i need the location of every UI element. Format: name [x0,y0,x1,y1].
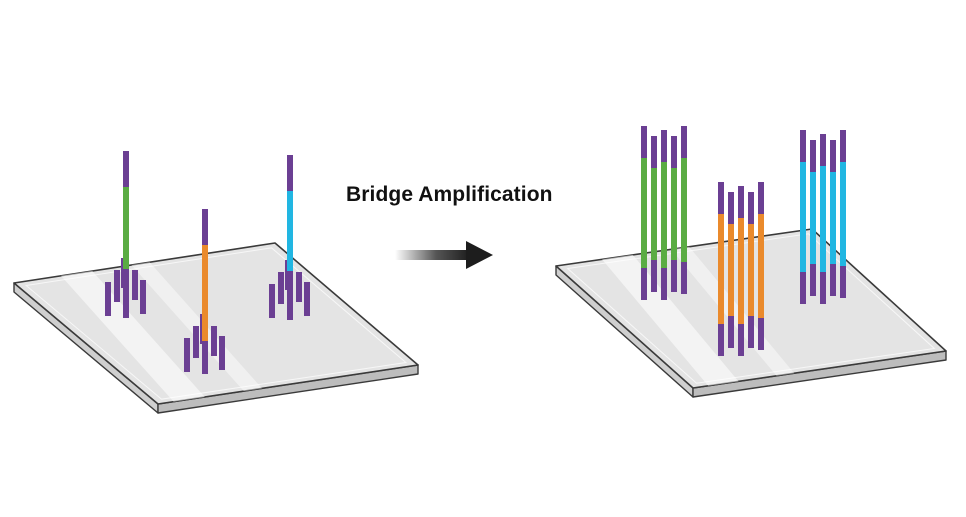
arrow-head [466,241,493,269]
insert-segment [738,218,744,324]
adapter-segment [840,266,846,298]
adapter-segment [661,268,667,300]
process-label: Bridge Amplification [346,183,553,206]
adapter-segment [830,264,836,296]
insert-segment [202,245,208,341]
adapter-segment [810,264,816,296]
insert-segment [651,168,657,260]
adapter-segment [123,269,129,318]
adapter-segment [641,268,647,300]
adapter-segment [287,155,293,191]
adapter-segment [651,260,657,292]
insert-segment [810,172,816,264]
adapter-segment [718,182,724,214]
adapter-segment [718,324,724,356]
adapter-segment [820,272,826,304]
surface-primer [304,282,310,316]
insert-segment [287,191,293,271]
adapter-segment [840,130,846,162]
insert-segment [820,166,826,272]
cluster-after-orange [718,182,764,356]
adapter-segment [651,136,657,168]
adapter-segment [671,260,677,292]
insert-segment [840,162,846,266]
surface-primer [132,270,138,300]
insert-segment [748,224,754,316]
right-arrow-icon [395,241,493,269]
adapter-segment [830,140,836,172]
cluster-before-green [105,151,146,318]
insert-segment [800,162,806,272]
adapter-segment [661,130,667,162]
adapter-segment [738,186,744,218]
surface-primer [105,282,111,316]
adapter-segment [810,140,816,172]
adapter-segment [671,136,677,168]
adapter-segment [202,341,208,374]
adapter-segment [287,271,293,320]
cluster-before-orange [184,209,225,374]
surface-primer [296,272,302,302]
slide-reflection [60,271,205,402]
adapter-segment [748,192,754,224]
adapter-segment [728,192,734,224]
adapter-segment [728,316,734,348]
adapter-segment [800,130,806,162]
arrow-shaft [395,250,470,260]
surface-primer [278,272,284,304]
surface-primer [211,326,217,356]
cluster-after-green [641,126,687,300]
slide-reflection [602,254,739,386]
surface-primer [140,280,146,314]
adapter-segment [123,151,129,187]
cluster-before-cyan [269,155,310,320]
insert-segment [661,162,667,268]
insert-segment [728,224,734,316]
insert-segment [681,158,687,262]
surface-primer [219,336,225,370]
slide-rim [24,247,408,400]
adapter-segment [641,126,647,158]
adapter-segment [738,324,744,356]
insert-segment [123,187,129,269]
surface-primer [269,284,275,318]
adapter-segment [820,134,826,166]
adapter-segment [758,182,764,214]
adapter-segment [681,126,687,158]
surface-primer [114,270,120,302]
insert-segment [758,214,764,318]
cluster-after-cyan [800,130,846,304]
adapter-segment [748,316,754,348]
adapter-segment [800,272,806,304]
insert-segment [830,172,836,264]
adapter-segment [758,318,764,350]
insert-segment [718,214,724,324]
surface-primer [184,338,190,372]
adapter-segment [681,262,687,294]
insert-segment [641,158,647,268]
insert-segment [671,168,677,260]
surface-primer [193,326,199,358]
adapter-segment [202,209,208,245]
